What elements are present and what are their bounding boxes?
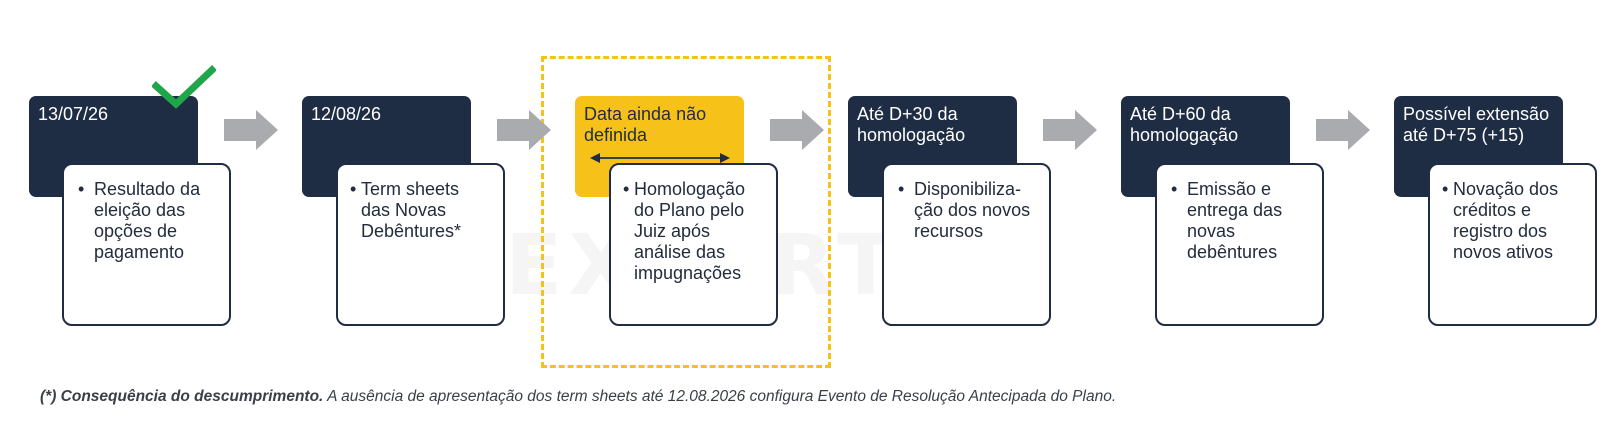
timeline-step-2: 12/08/26 Term sheets das Novas Debênture… xyxy=(302,96,542,328)
timeline-step-6: Possível extensão até D+75 (+15) Novação… xyxy=(1394,96,1613,328)
timeline-step-5: Até D+60 da homologação Emissão e entreg… xyxy=(1121,96,1361,328)
step-description: Term sheets das Novas Debêntures* xyxy=(350,179,493,242)
check-icon xyxy=(152,65,216,109)
step-card: Emissão e entrega das novas debêntures xyxy=(1155,163,1324,326)
timeline-step-1: 13/07/26 Resultado da eleição das opções… xyxy=(29,96,269,328)
footnote-bold: (*) Consequência do descumprimento. xyxy=(40,388,324,405)
footnote-text: A ausência de apresentação dos term shee… xyxy=(323,388,1117,405)
double-arrow-icon xyxy=(590,153,730,163)
timeline-step-3: Data ainda não definida Homologação do P… xyxy=(575,96,815,328)
step-description: Novação dos créditos e registro dos novo… xyxy=(1442,179,1585,263)
step-card: Resultado da eleição das opções de pagam… xyxy=(62,163,231,326)
arrow-right-icon xyxy=(770,110,824,150)
step-card: Term sheets das Novas Debêntures* xyxy=(336,163,505,326)
step-description: Emissão e entrega das novas debêntures xyxy=(1169,179,1312,263)
step-description: Disponibiliza-ção dos novos recursos xyxy=(896,179,1039,242)
step-card: Homologação do Plano pelo Juiz após anál… xyxy=(609,163,778,326)
footnote: (*) Consequência do descumprimento. A au… xyxy=(40,388,1116,406)
step-description: Resultado da eleição das opções de pagam… xyxy=(76,179,219,263)
step-description: Homologação do Plano pelo Juiz após anál… xyxy=(623,179,766,284)
arrow-right-icon xyxy=(1316,110,1370,150)
timeline-step-4: Até D+30 da homologação Disponibiliza-çã… xyxy=(848,96,1088,328)
arrow-right-icon xyxy=(1043,110,1097,150)
undefined-date-highlight xyxy=(541,56,831,368)
step-card: Disponibiliza-ção dos novos recursos xyxy=(882,163,1051,326)
arrow-right-icon xyxy=(497,110,551,150)
step-card: Novação dos créditos e registro dos novo… xyxy=(1428,163,1597,326)
arrow-right-icon xyxy=(224,110,278,150)
